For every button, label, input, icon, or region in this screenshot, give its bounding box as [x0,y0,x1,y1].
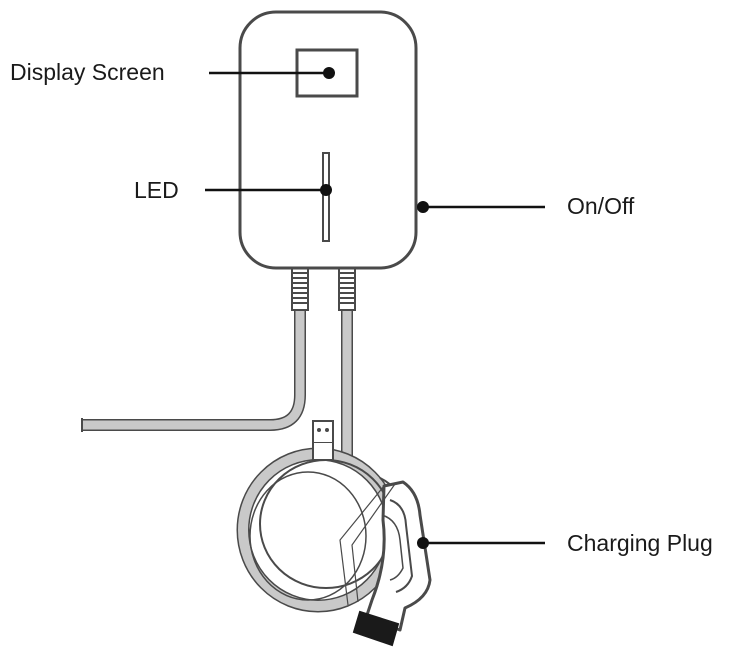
charging-plug-label: Charging Plug [567,530,713,556]
display-screen-label: Display Screen [10,59,165,85]
on-off-label: On/Off [567,193,635,219]
charger-body [238,10,418,270]
callout-on-off: On/Off [417,193,635,219]
led-strip [322,152,330,242]
cable-hook [312,420,334,461]
callout-charging-plug: Charging Plug [417,530,713,556]
callout-dot [417,537,429,549]
charging-plug [339,480,432,647]
callout-dot [323,67,335,79]
power-cable [81,300,306,432]
callout-dot [320,184,332,196]
callout-dot [417,201,429,213]
cable-strain-relief-left [291,267,309,311]
callout-led: LED [134,177,332,203]
callout-display-screen: Display Screen [10,59,335,85]
led-label: LED [134,177,179,203]
cable-strain-relief-right [338,267,356,311]
